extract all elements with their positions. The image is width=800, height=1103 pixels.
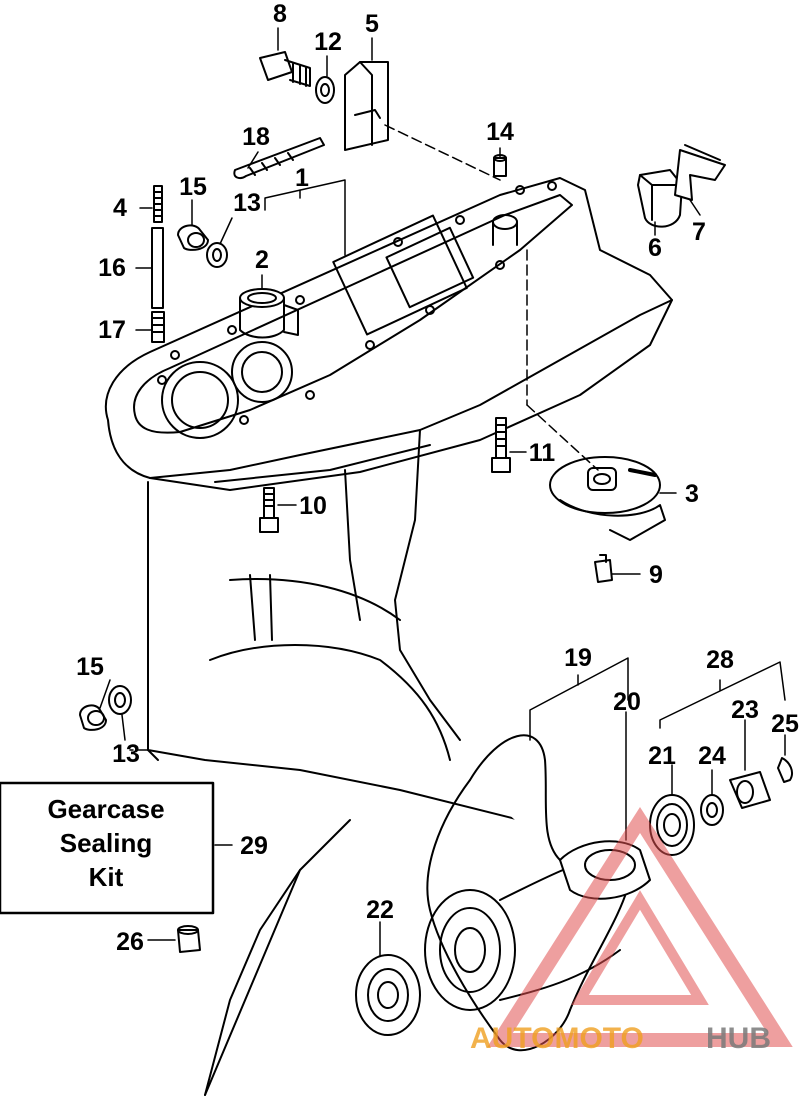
callout-13-upper: 13 — [233, 189, 261, 217]
part-11-bolt — [491, 417, 511, 473]
kit-box-line-1: Gearcase — [47, 794, 164, 824]
callout-9: 9 — [649, 561, 663, 589]
callout-15-lower: 15 — [76, 653, 104, 681]
callout-1: 1 — [295, 164, 309, 192]
part-2-bearing-housing — [239, 288, 299, 339]
callout-23: 23 — [731, 696, 759, 724]
part-5-plate — [344, 61, 389, 151]
callout-7: 7 — [692, 218, 706, 246]
callout-24: 24 — [698, 742, 726, 770]
callout-8: 8 — [273, 0, 287, 28]
callout-10: 10 — [299, 492, 327, 520]
leader-lines — [99, 27, 786, 957]
part-15-plug-upper — [177, 224, 209, 251]
part-23-nut — [729, 771, 771, 809]
part-22-thrust-washer — [355, 954, 421, 1036]
callout-25: 25 — [771, 710, 799, 738]
callout-22: 22 — [366, 896, 394, 924]
part-9-bolt — [594, 554, 613, 583]
callout-21: 21 — [648, 742, 676, 770]
callout-28: 28 — [706, 646, 734, 674]
callout-13-lower: 13 — [112, 740, 140, 768]
kit-box-line-2: Sealing — [60, 828, 152, 858]
gearcase-housing — [104, 177, 673, 1096]
callout-16: 16 — [98, 254, 126, 282]
callout-6: 6 — [648, 234, 662, 262]
watermark-text-part2: HUB — [706, 1022, 771, 1055]
callout-labels: 8 12 5 14 18 1 4 15 13 2 16 17 6 7 11 3 … — [76, 0, 799, 956]
callout-14: 14 — [486, 118, 514, 146]
part-24-washer — [700, 794, 724, 826]
callout-4: 4 — [113, 194, 127, 222]
watermark-logo — [487, 806, 793, 1047]
callout-20: 20 — [613, 688, 641, 716]
part-4-16-17-stud — [151, 185, 165, 343]
part-26-plug — [177, 925, 201, 953]
callout-12: 12 — [314, 28, 342, 56]
kit-box-label: Gearcase Sealing Kit — [47, 794, 164, 892]
callout-5: 5 — [365, 10, 379, 38]
callout-2: 2 — [255, 246, 269, 274]
part-12-washer — [315, 76, 335, 104]
part-7-bracket — [674, 144, 726, 201]
part-18-strap — [233, 137, 325, 179]
part-10-bolt — [259, 487, 279, 533]
kit-box-line-3: Kit — [89, 862, 124, 892]
callout-3: 3 — [685, 480, 699, 508]
callout-11: 11 — [529, 439, 556, 467]
callout-18: 18 — [242, 123, 270, 151]
callout-29: 29 — [240, 832, 268, 860]
dashed-assembly-lines — [129, 124, 599, 751]
callout-17: 17 — [98, 316, 126, 344]
part-13-washer-lower — [108, 685, 132, 715]
part-13-washer-upper — [206, 242, 228, 268]
callout-19: 19 — [564, 644, 592, 672]
part-6-cover — [637, 169, 683, 228]
kit-box — [0, 781, 215, 915]
part-8-bolt — [259, 51, 311, 87]
part-3-trim-tab — [549, 456, 666, 541]
callout-26: 26 — [116, 928, 144, 956]
watermark-text-part1: AUTOMOTO — [470, 1022, 644, 1055]
callout-15-upper: 15 — [179, 173, 207, 201]
part-15-plug-lower — [79, 704, 107, 731]
part-25-cotter-pin — [777, 757, 793, 783]
